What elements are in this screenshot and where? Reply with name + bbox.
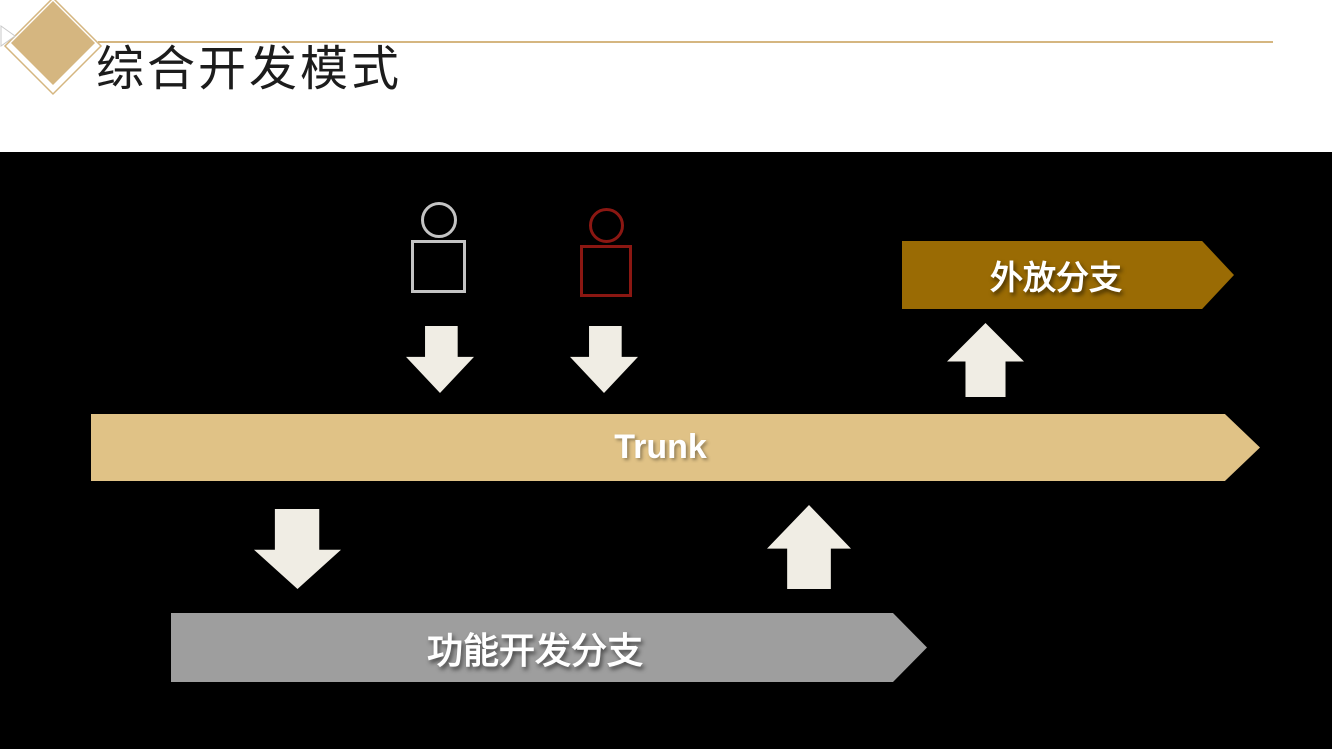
down-arrow-branch-icon bbox=[254, 509, 341, 589]
up-arrow-release-icon bbox=[947, 323, 1024, 397]
slide-title: 综合开发模式 bbox=[96, 43, 403, 96]
person-head bbox=[420, 202, 457, 238]
trunk-branch-bar: Trunk bbox=[91, 414, 1260, 481]
person-head bbox=[588, 208, 624, 243]
developer-red-icon bbox=[580, 208, 632, 297]
diamond-icon bbox=[0, 0, 103, 96]
up-arrow-merge-icon bbox=[767, 505, 851, 589]
header-rule bbox=[98, 41, 1273, 43]
trunk-label: Trunk bbox=[614, 428, 707, 466]
feature-branch-arrow: 功能开发分支 bbox=[171, 613, 927, 682]
down-arrow-2-icon bbox=[570, 326, 638, 393]
person-body bbox=[411, 240, 466, 293]
down-arrow-1-icon bbox=[406, 326, 474, 393]
person-body bbox=[580, 245, 632, 297]
feature-branch-label: 功能开发分支 bbox=[426, 629, 643, 671]
diagram-panel: 外放分支 Trunk 功能开发分支 bbox=[0, 152, 1332, 749]
release-branch-label: 外放分支 bbox=[990, 259, 1122, 296]
developer-gray-icon bbox=[411, 202, 466, 293]
release-branch-arrow: 外放分支 bbox=[902, 241, 1234, 309]
